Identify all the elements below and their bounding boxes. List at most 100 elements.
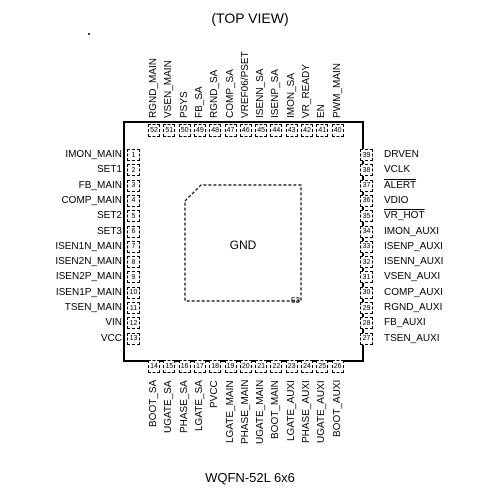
pin-51: 51 — [163, 124, 176, 137]
pin-label-33: ISENP_AUXI — [384, 240, 443, 252]
pin-label-25: UGATE_AUXI — [316, 380, 328, 443]
pin-19: 19 — [224, 360, 237, 373]
pin-18: 18 — [209, 360, 222, 373]
pin-label-34: IMON_AUXI — [384, 225, 440, 237]
pin1-dot-marker — [88, 33, 90, 35]
pin-48: 48 — [209, 124, 222, 137]
pin-34: 34 — [360, 225, 373, 238]
pin-label-18: PVCC — [209, 380, 221, 408]
pin-label-30: COMP_AUXI — [384, 286, 443, 298]
pin-label-44: ISENP_SA — [270, 69, 282, 118]
pin-31: 31 — [360, 271, 373, 284]
pin-29: 29 — [360, 302, 373, 314]
pin-label-28: FB_AUXI — [384, 317, 426, 329]
pin-label-5: SET2 — [96, 210, 122, 222]
pin-25: 25 — [316, 360, 329, 373]
pin-26: 26 — [331, 360, 344, 373]
pin-47: 47 — [224, 124, 237, 137]
pin-label-35: VR_HOT — [384, 210, 425, 222]
pin-40: 40 — [331, 124, 344, 137]
pin-label-37: ALERT — [384, 179, 417, 191]
pin-label-21: UGATE_MAIN — [255, 379, 267, 444]
pin-41: 41 — [316, 124, 329, 137]
pin-21: 21 — [255, 360, 268, 373]
pin-35: 35 — [360, 210, 373, 223]
pin-label-6: SET3 — [96, 225, 122, 237]
pin-16: 16 — [178, 360, 191, 373]
pin-label-40: PWM_MAIN — [331, 63, 343, 118]
pin-42: 42 — [301, 124, 313, 137]
pin-37: 37 — [360, 179, 373, 192]
pin-label-20: PHASE_MAIN — [239, 379, 251, 444]
pin-5: 5 — [127, 210, 140, 223]
pin-3: 3 — [127, 179, 140, 192]
pin-32: 32 — [360, 256, 373, 269]
pin-11: 11 — [127, 302, 140, 314]
pin-label-27: TSEN_AUXI — [384, 332, 440, 344]
pin-1: 1 — [127, 149, 140, 161]
pin-30: 30 — [360, 286, 373, 299]
pin-label-11: TSEN_MAIN — [64, 302, 122, 313]
pin-6: 6 — [127, 225, 140, 238]
pin-24: 24 — [301, 360, 313, 373]
pin-label-38: VCLK — [384, 164, 411, 176]
pin-label-29: RGND_AUXI — [384, 302, 443, 313]
pin-2: 2 — [127, 164, 140, 177]
pin-23: 23 — [285, 360, 298, 373]
package-caption: WQFN-52L 6x6 — [205, 470, 295, 485]
exposed-pad-label: GND — [229, 238, 257, 252]
pin-label-24: PHASE_AUXI — [301, 380, 312, 443]
pin-label-23: LGATE_AUXI — [285, 380, 297, 441]
pin-label-46: VREF06/PSET — [239, 51, 251, 118]
pin-38: 38 — [360, 164, 373, 177]
pin-label-31: VSEN_AUXI — [384, 271, 441, 283]
pin-39: 39 — [360, 149, 373, 161]
pin-15: 15 — [163, 360, 176, 373]
pin-20: 20 — [239, 360, 252, 373]
exposed-pad-number: 53 — [291, 296, 300, 305]
pin-43: 43 — [285, 124, 298, 137]
pin-44: 44 — [270, 124, 283, 137]
diagram-title: (TOP VIEW) — [211, 10, 289, 26]
pin-label-17: LGATE_SA — [193, 380, 205, 431]
pin-label-22: BOOT_MAIN — [270, 380, 282, 439]
pin-label-19: LGATE_MAIN — [224, 380, 236, 443]
pin-label-8: ISEN2N_MAIN — [55, 256, 122, 268]
pin-4: 4 — [127, 194, 140, 207]
pin-label-15: UGATE_SA — [163, 380, 175, 433]
pin-14: 14 — [148, 360, 160, 373]
pin-22: 22 — [270, 360, 283, 373]
pin-label-4: COMP_MAIN — [61, 194, 122, 206]
pin-49: 49 — [193, 124, 206, 137]
pin-label-7: ISEN1N_MAIN — [55, 240, 122, 252]
pin-36: 36 — [360, 194, 373, 207]
pin-label-52: RGND_MAIN — [148, 57, 159, 118]
pin-label-2: SET1 — [96, 164, 122, 176]
pin-label-10: ISEN1P_MAIN — [55, 286, 122, 298]
pin-label-43: IMON_SA — [285, 72, 297, 118]
pin-label-14: BOOT_SA — [148, 379, 159, 427]
pin-label-36: VDIO — [384, 194, 409, 206]
pin-28: 28 — [360, 317, 373, 330]
pin-52: 52 — [148, 124, 160, 137]
pin-12: 12 — [127, 317, 140, 330]
pin-label-12: VIN — [105, 317, 122, 329]
pin-label-1: IMON_MAIN — [65, 149, 122, 160]
pin-45: 45 — [255, 124, 268, 137]
pin-9: 9 — [127, 271, 140, 284]
pin-7: 7 — [127, 240, 140, 253]
pin-label-9: ISEN2P_MAIN — [55, 271, 122, 283]
pin-label-13: VCC — [100, 332, 122, 344]
pin-label-41: EN — [316, 104, 328, 118]
pin-label-39: DRVEN — [384, 149, 419, 160]
pin-50: 50 — [178, 124, 191, 137]
pin-label-49: FB_SA — [193, 86, 205, 118]
pin-33: 33 — [360, 240, 373, 253]
pin-label-50: PSYS — [178, 91, 190, 118]
pin-27: 27 — [360, 332, 373, 345]
pin-label-48: RGND_SA — [209, 69, 221, 118]
pin-8: 8 — [127, 256, 140, 269]
pin-label-32: ISENN_AUXI — [384, 256, 444, 268]
pin-label-3: FB_MAIN — [78, 179, 122, 191]
pin-label-26: BOOT_AUXI — [331, 379, 343, 437]
